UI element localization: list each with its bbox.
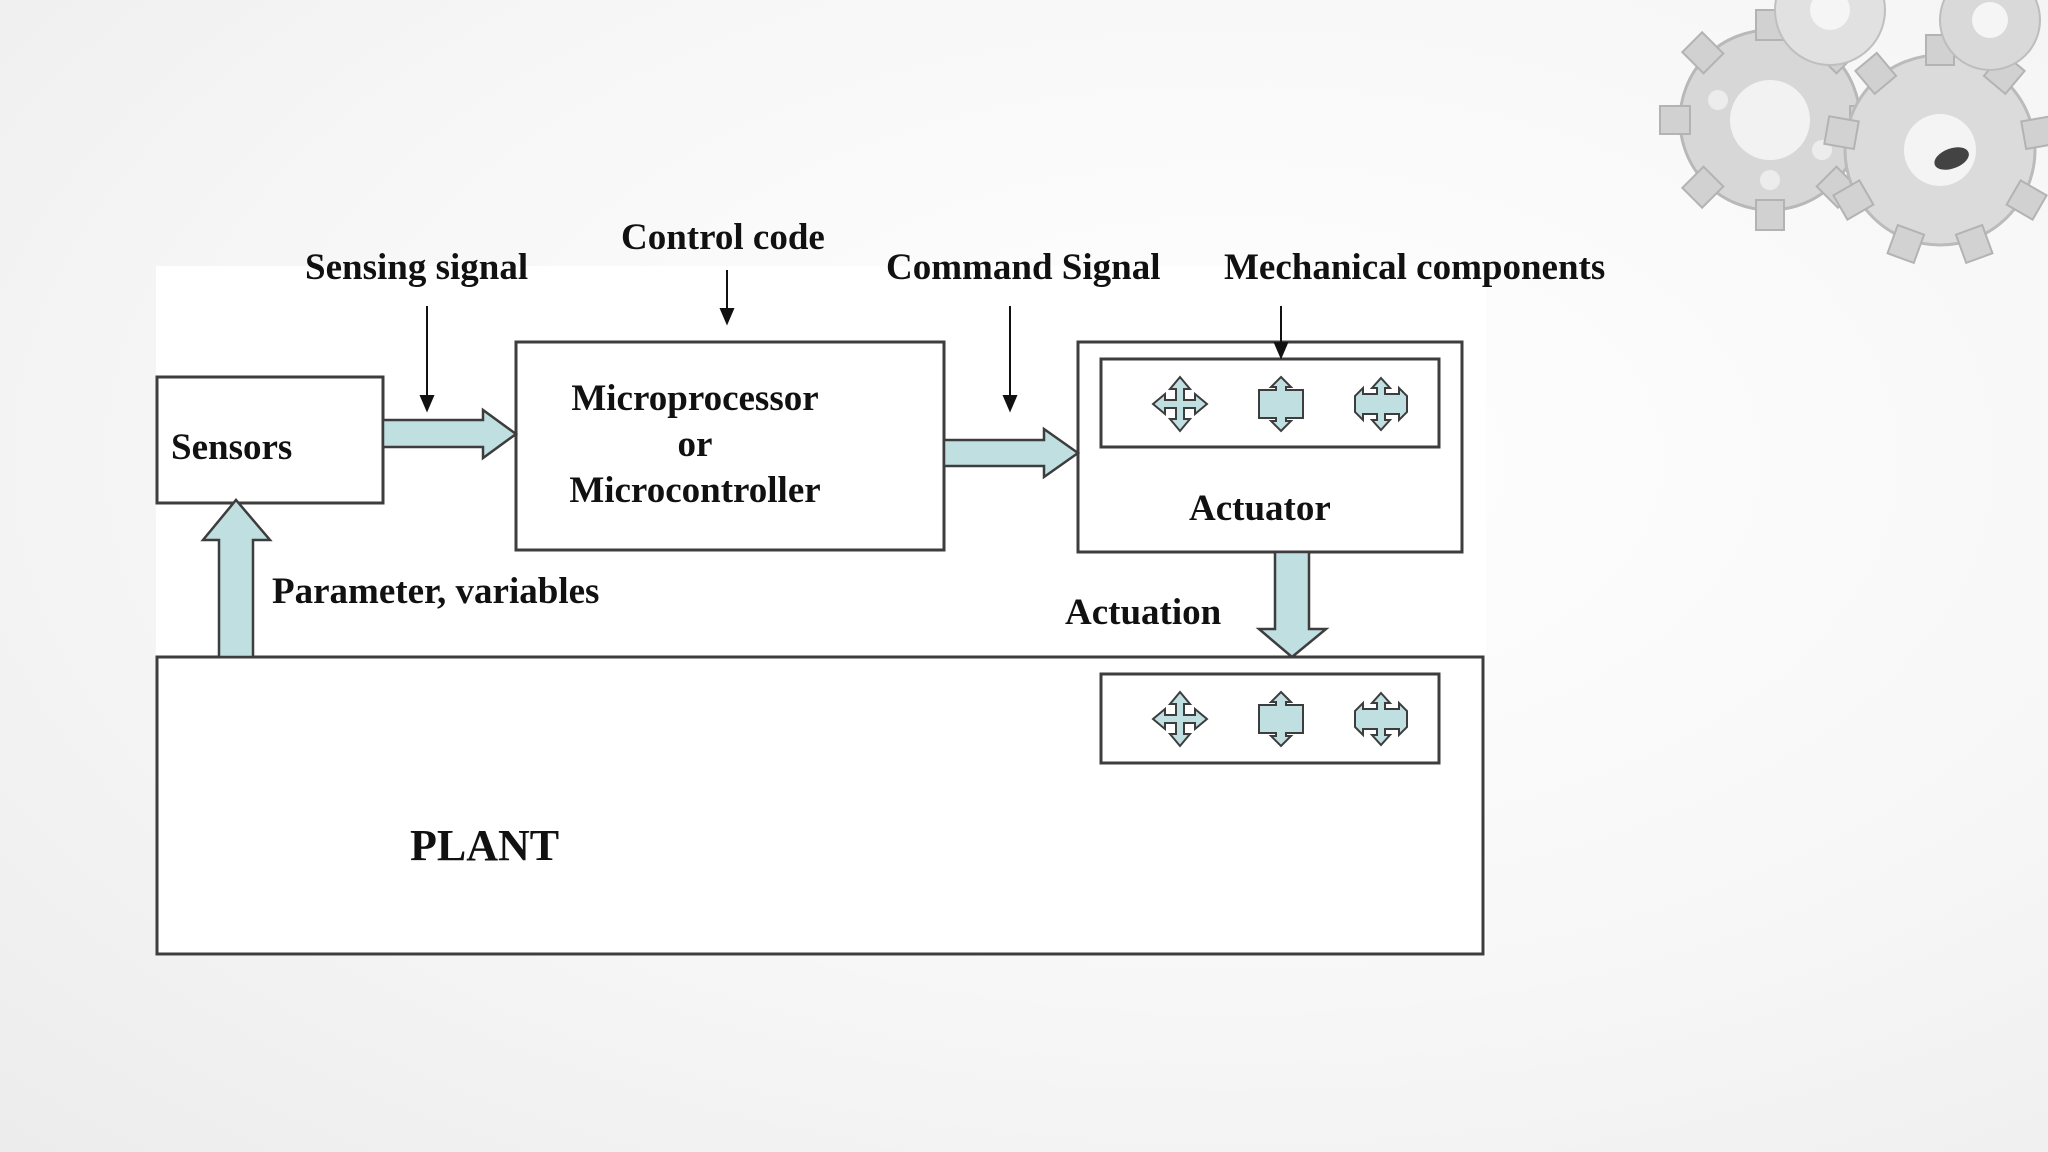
sensing-signal-label: Sensing signal (305, 247, 529, 288)
actuation-flow-arrow (1255, 550, 1330, 659)
mechanical-components-label: Mechanical components (1224, 247, 1606, 288)
sensing-flow-arrow (381, 407, 519, 461)
move-cross-icon (1151, 690, 1209, 748)
move-updown-icon (1258, 375, 1304, 433)
processor-box (514, 340, 946, 552)
move-cross-icon (1354, 691, 1408, 747)
processor-label: Microprocessor or Microcontroller (540, 376, 850, 514)
move-cross-icon (1354, 376, 1408, 432)
processor-label-line2: or (677, 424, 713, 465)
parameter-flow-arrow (200, 498, 273, 659)
move-cross-icon (1151, 375, 1209, 433)
processor-label-line1: Microprocessor (571, 378, 819, 419)
actuation-label: Actuation (1065, 592, 1222, 633)
pointer-arrows (419, 270, 1289, 413)
command-signal-label: Command Signal (886, 247, 1161, 288)
plant-label: PLANT (410, 821, 560, 870)
parameter-variables-label: Parameter, variables (272, 571, 600, 612)
move-updown-icon (1258, 690, 1304, 748)
sensors-box (155, 375, 385, 505)
sensors-label: Sensors (171, 427, 293, 468)
processor-label-line3: Microcontroller (569, 470, 821, 511)
actuator-label: Actuator (1189, 488, 1331, 529)
gears-decoration (1659, 0, 2048, 265)
command-flow-arrow (942, 426, 1081, 480)
control-code-label: Control code (621, 217, 825, 258)
